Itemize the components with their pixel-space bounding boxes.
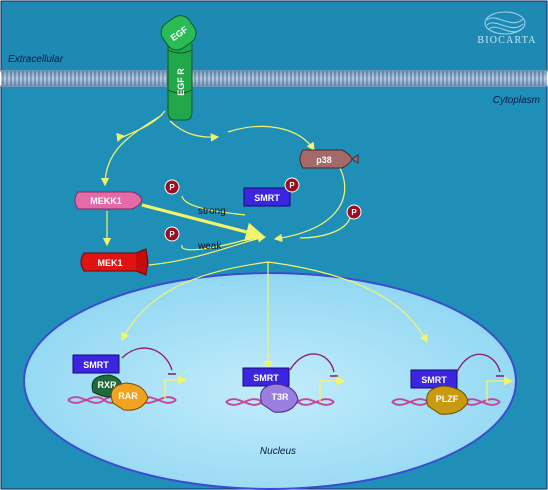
- p38-node: p38: [299, 149, 359, 169]
- arrow-p-strong-branch: [181, 195, 246, 216]
- p38-label: p38: [316, 155, 332, 165]
- arrow-egfr-to-right: [169, 120, 220, 142]
- repression-arc-plzf: [456, 353, 501, 373]
- transcription-arrow-t3r: [319, 376, 346, 402]
- nucleus-label: Nucleus: [260, 446, 296, 457]
- smrt-t3r-box: [242, 367, 290, 387]
- smrt-rar-label: SMRT: [83, 360, 109, 370]
- edge-label-weak: weak: [197, 241, 222, 252]
- membrane-lipid-texture: [2, 71, 544, 86]
- biocarta-logo: BIOCARTA: [477, 11, 536, 46]
- phospho-p38: P: [346, 204, 362, 220]
- egf-ligand: EGF: [160, 15, 197, 51]
- egf-receptor-complex: EGF R EGF: [160, 15, 197, 121]
- logo-text: BIOCARTA: [477, 35, 536, 46]
- phospho-smrt: P: [284, 177, 300, 193]
- phospho-strong: P: [164, 179, 180, 195]
- repression-arc-rar: [121, 347, 173, 371]
- smrt-rar-box: [72, 354, 120, 374]
- egf-receptor: [167, 44, 193, 121]
- plzf-label: PLZF: [436, 394, 459, 404]
- rar-label: RAR: [118, 391, 138, 401]
- rar-shape: [110, 382, 149, 411]
- phospho-p38-label: P: [351, 208, 357, 217]
- mekk1-node: MEKK1: [74, 191, 143, 210]
- plzf-shape: [426, 385, 469, 415]
- smrt-cytoplasm-label: SMRT: [254, 193, 280, 203]
- mekk1-label: MEKK1: [90, 196, 122, 206]
- nuclear-complex-t3r: SMRT T3R: [225, 353, 346, 413]
- smrt-plzf-label: SMRT: [421, 375, 447, 385]
- extracellular-label: Extracellular: [8, 54, 64, 65]
- smrt-cytoplasm-node: SMRT: [243, 187, 291, 207]
- phospho-weak-label: P: [169, 230, 175, 239]
- t3r-shape: [260, 383, 299, 413]
- smrt-t3r-label: SMRT: [253, 373, 279, 383]
- edge-label-strong: strong: [198, 206, 226, 217]
- mek1-label: MEK1: [97, 258, 122, 268]
- arrow-to-plzf-complex: [267, 261, 428, 344]
- t3r-label: T3R: [271, 392, 289, 402]
- arrow-to-rar-complex: [121, 261, 269, 342]
- nuclear-complex-plzf: SMRT PLZF: [391, 353, 514, 415]
- arrow-egfr-to-mekk1: [100, 114, 163, 187]
- phospho-strong-label: P: [169, 183, 175, 192]
- cytoplasm-label: Cytoplasm: [493, 95, 540, 106]
- egf-receptor-label: EGF R: [176, 68, 186, 96]
- arrow-to-p38: [227, 125, 315, 152]
- rxr-label: RXR: [97, 380, 117, 390]
- nuclear-complex-rar: SMRT RXR RAR: [67, 347, 188, 411]
- transcription-arrow-rar: [164, 375, 188, 400]
- arrow-p38-to-smrt: [273, 167, 346, 243]
- transcription-arrow-plzf: [486, 376, 514, 402]
- repression-arc-t3r: [289, 353, 335, 373]
- logo-wave-icon: [484, 11, 526, 35]
- arrow-mekk1-strong: [141, 203, 266, 242]
- phospho-weak: P: [164, 226, 180, 242]
- extracellular-space: [0, 0, 548, 72]
- phospho-smrt-label: P: [289, 181, 295, 190]
- mek1-node: MEK1: [80, 248, 149, 276]
- arrow-p38-p-branch: [299, 217, 351, 239]
